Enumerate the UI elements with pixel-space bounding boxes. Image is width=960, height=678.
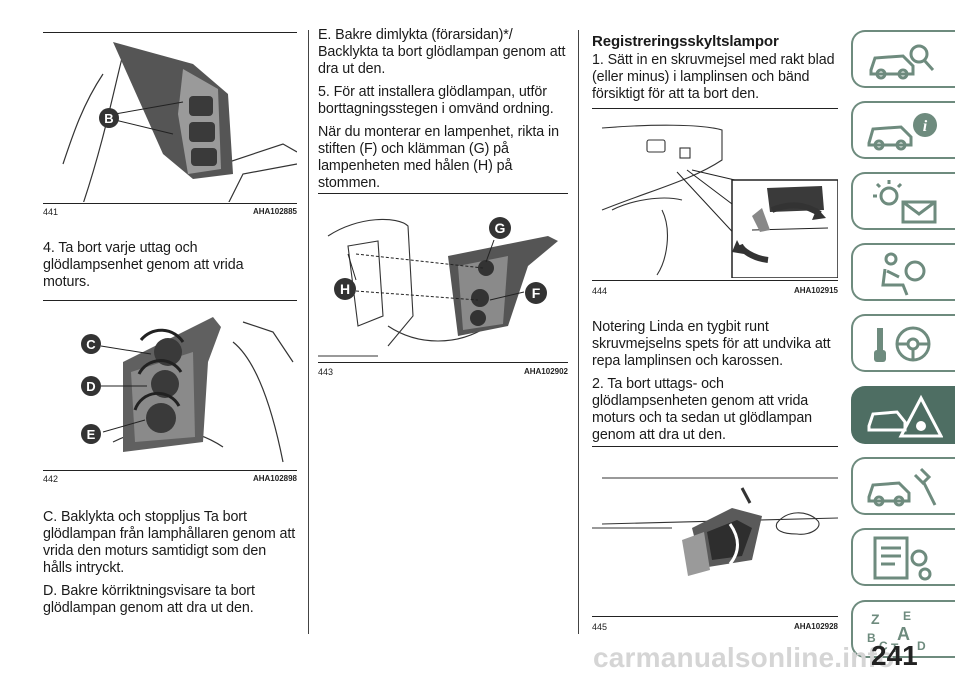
svg-text:F: F bbox=[532, 285, 541, 301]
figure-441: B bbox=[43, 34, 297, 202]
paragraph: E. Bakre dimlykta (förarsidan)*/ Backlyk… bbox=[318, 27, 566, 77]
figure-445-bottom-rule bbox=[592, 616, 838, 617]
figure-code: AHA102928 bbox=[793, 622, 838, 631]
figure-442: C D E bbox=[43, 302, 297, 468]
svg-text:i: i bbox=[923, 118, 928, 135]
callout-h bbox=[334, 278, 356, 300]
figure-443: G H F bbox=[318, 196, 568, 360]
car-warning-triangle-icon bbox=[867, 394, 943, 438]
section-heading: Registreringsskyltslampor bbox=[592, 33, 779, 50]
svg-text:T: T bbox=[891, 641, 899, 654]
tab-car-search[interactable] bbox=[851, 30, 955, 88]
figure-441-top-rule bbox=[43, 32, 297, 33]
tab-car-service[interactable] bbox=[851, 457, 955, 515]
callout-b bbox=[99, 108, 119, 128]
svg-text:C: C bbox=[86, 337, 96, 352]
car-search-icon bbox=[869, 44, 935, 80]
svg-text:E: E bbox=[903, 609, 911, 623]
plate-lamp-socket-illustration bbox=[592, 477, 838, 576]
taillight-sockets-illustration: C D E bbox=[81, 317, 294, 463]
col1-text-top: 4. Ta bort varje uttag och glödlampsenhe… bbox=[43, 240, 283, 297]
column-divider bbox=[578, 30, 579, 634]
paragraph: 5. För att installera glödlampan, utför … bbox=[318, 84, 554, 117]
svg-text:G: G bbox=[495, 220, 506, 236]
paragraph: C. Baklykta och stoppljus Ta bort glödla… bbox=[43, 509, 296, 576]
car-service-icon bbox=[867, 467, 937, 507]
alphabet-index-icon: Z E B A C T D bbox=[867, 609, 926, 654]
paragraph: När du monterar en lampenhet, rikta in s… bbox=[318, 124, 559, 191]
figure-number: 443 bbox=[318, 367, 334, 377]
figure-number: 444 bbox=[592, 286, 608, 296]
figure-445-top-rule bbox=[592, 446, 838, 447]
figure-code: AHA102885 bbox=[252, 207, 297, 216]
figure-444-bottom-rule bbox=[592, 280, 838, 281]
car-info-icon: i bbox=[867, 113, 937, 151]
col3-text-top: Registreringsskyltslampor 1. Sätt in en … bbox=[592, 33, 842, 109]
figure-code: AHA102902 bbox=[523, 367, 568, 376]
figure-number: 445 bbox=[592, 622, 608, 632]
col2-text: E. Bakre dimlykta (förarsidan)*/ Backlyk… bbox=[318, 27, 570, 198]
callout-g bbox=[489, 217, 511, 239]
figure-441-bottom-rule bbox=[43, 203, 297, 204]
tab-specs[interactable] bbox=[851, 528, 955, 586]
figure-number: 441 bbox=[43, 207, 59, 217]
figure-441-caption: 441 AHA102885 bbox=[43, 207, 297, 217]
col3-text-mid: Notering Linda en tygbit runt skruvmejse… bbox=[592, 319, 842, 450]
figure-444 bbox=[592, 110, 838, 278]
airbag-seat-icon bbox=[881, 252, 926, 296]
figure-442-bottom-rule bbox=[43, 470, 297, 471]
callout-b-label: B bbox=[104, 111, 113, 126]
note-paragraph: Notering Linda en tygbit runt skruvmejse… bbox=[592, 319, 831, 369]
col1-text-bottom: C. Baklykta och stoppljus Ta bort glödla… bbox=[43, 509, 297, 623]
paragraph: D. Bakre körriktningsvisare ta bort glöd… bbox=[43, 583, 255, 616]
tab-car-warning-triangle[interactable] bbox=[851, 386, 955, 444]
svg-text:C: C bbox=[879, 639, 888, 653]
watermark: carmanualsonline.info bbox=[593, 642, 895, 673]
callout-c bbox=[81, 334, 101, 354]
svg-text:D: D bbox=[917, 639, 926, 653]
figure-444-caption: 444 AHA102915 bbox=[592, 286, 838, 296]
steering-key-icon bbox=[874, 326, 931, 362]
svg-text:Z: Z bbox=[871, 611, 880, 627]
tab-car-info[interactable]: i bbox=[851, 101, 955, 159]
svg-text:B: B bbox=[867, 631, 876, 645]
column-divider bbox=[308, 30, 309, 634]
paragraph: 2. Ta bort uttags- och glödlampsenheten … bbox=[592, 376, 813, 443]
svg-text:D: D bbox=[86, 379, 95, 394]
callout-d bbox=[81, 376, 101, 396]
figure-number: 442 bbox=[43, 474, 59, 484]
tab-steering-key[interactable] bbox=[851, 314, 955, 372]
warning-lights-icon bbox=[873, 180, 937, 224]
figure-code: AHA102898 bbox=[252, 474, 297, 483]
figure-445 bbox=[592, 448, 838, 614]
figure-443-top-rule bbox=[318, 193, 568, 194]
page-number: 241 bbox=[871, 640, 918, 671]
specs-gears-icon bbox=[873, 536, 932, 581]
taillight-housing-illustration: B bbox=[62, 42, 297, 202]
figure-444-top-rule bbox=[592, 108, 838, 109]
svg-text:E: E bbox=[87, 427, 96, 442]
tab-warning-lights[interactable] bbox=[851, 172, 955, 230]
figure-443-caption: 443 AHA102902 bbox=[318, 367, 568, 377]
lamp-pins-illustration: G H F bbox=[318, 217, 558, 357]
paragraph: 1. Sätt in en skruvmejsel med rakt blad … bbox=[592, 52, 835, 102]
plate-lamp-lens-illustration bbox=[601, 124, 838, 278]
callout-e bbox=[81, 424, 101, 444]
callout-f bbox=[525, 282, 547, 304]
figure-442-top-rule bbox=[43, 300, 297, 301]
svg-text:H: H bbox=[340, 281, 350, 297]
figure-442-caption: 442 AHA102898 bbox=[43, 474, 297, 484]
figure-445-caption: 445 AHA102928 bbox=[592, 622, 838, 632]
svg-text:A: A bbox=[897, 624, 910, 644]
figure-code: AHA102915 bbox=[793, 286, 838, 295]
paragraph: 4. Ta bort varje uttag och glödlampsenhe… bbox=[43, 240, 244, 290]
tab-alphabet-index[interactable]: Z E B A C T D bbox=[851, 600, 955, 658]
figure-443-bottom-rule bbox=[318, 362, 568, 363]
tab-airbag-seat[interactable] bbox=[851, 243, 955, 301]
